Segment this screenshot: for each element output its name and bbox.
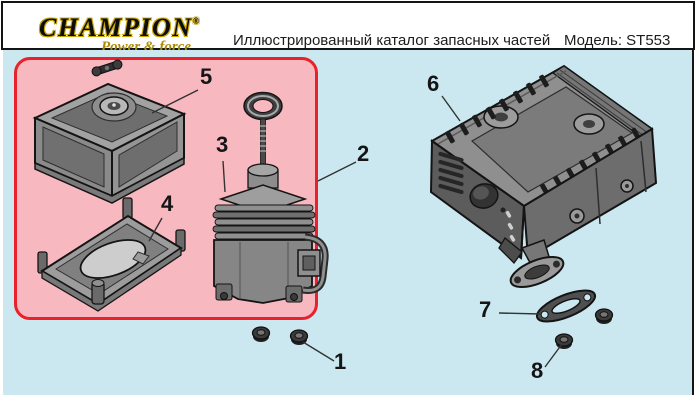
callout-label-1[interactable]: 1 [334, 349, 347, 374]
brand-initial: C [39, 13, 58, 42]
callout-label-7[interactable]: 7 [479, 297, 492, 322]
callout-label-6[interactable]: 6 [427, 71, 440, 96]
callout-label-4[interactable]: 4 [161, 191, 174, 216]
model-label: Модель: ST553 [564, 32, 671, 49]
catalog-title: Иллюстрированный каталог запасных частей [233, 32, 551, 49]
brand-wordmark: CHAMPION® [39, 7, 199, 42]
callout-label-5[interactable]: 5 [200, 64, 213, 89]
registered-mark: ® [192, 16, 200, 26]
callout-label-8[interactable]: 8 [531, 358, 544, 383]
highlighted-parts-group[interactable] [14, 57, 318, 320]
champion-logo: CHAMPION® Power & force [39, 7, 199, 56]
catalog-header: CHAMPION® Power & force Иллюстрированный… [1, 1, 695, 55]
callout-label-2[interactable]: 2 [357, 141, 370, 166]
brand-rest: HAMPION [57, 13, 193, 42]
callout-label-3[interactable]: 3 [216, 132, 229, 157]
